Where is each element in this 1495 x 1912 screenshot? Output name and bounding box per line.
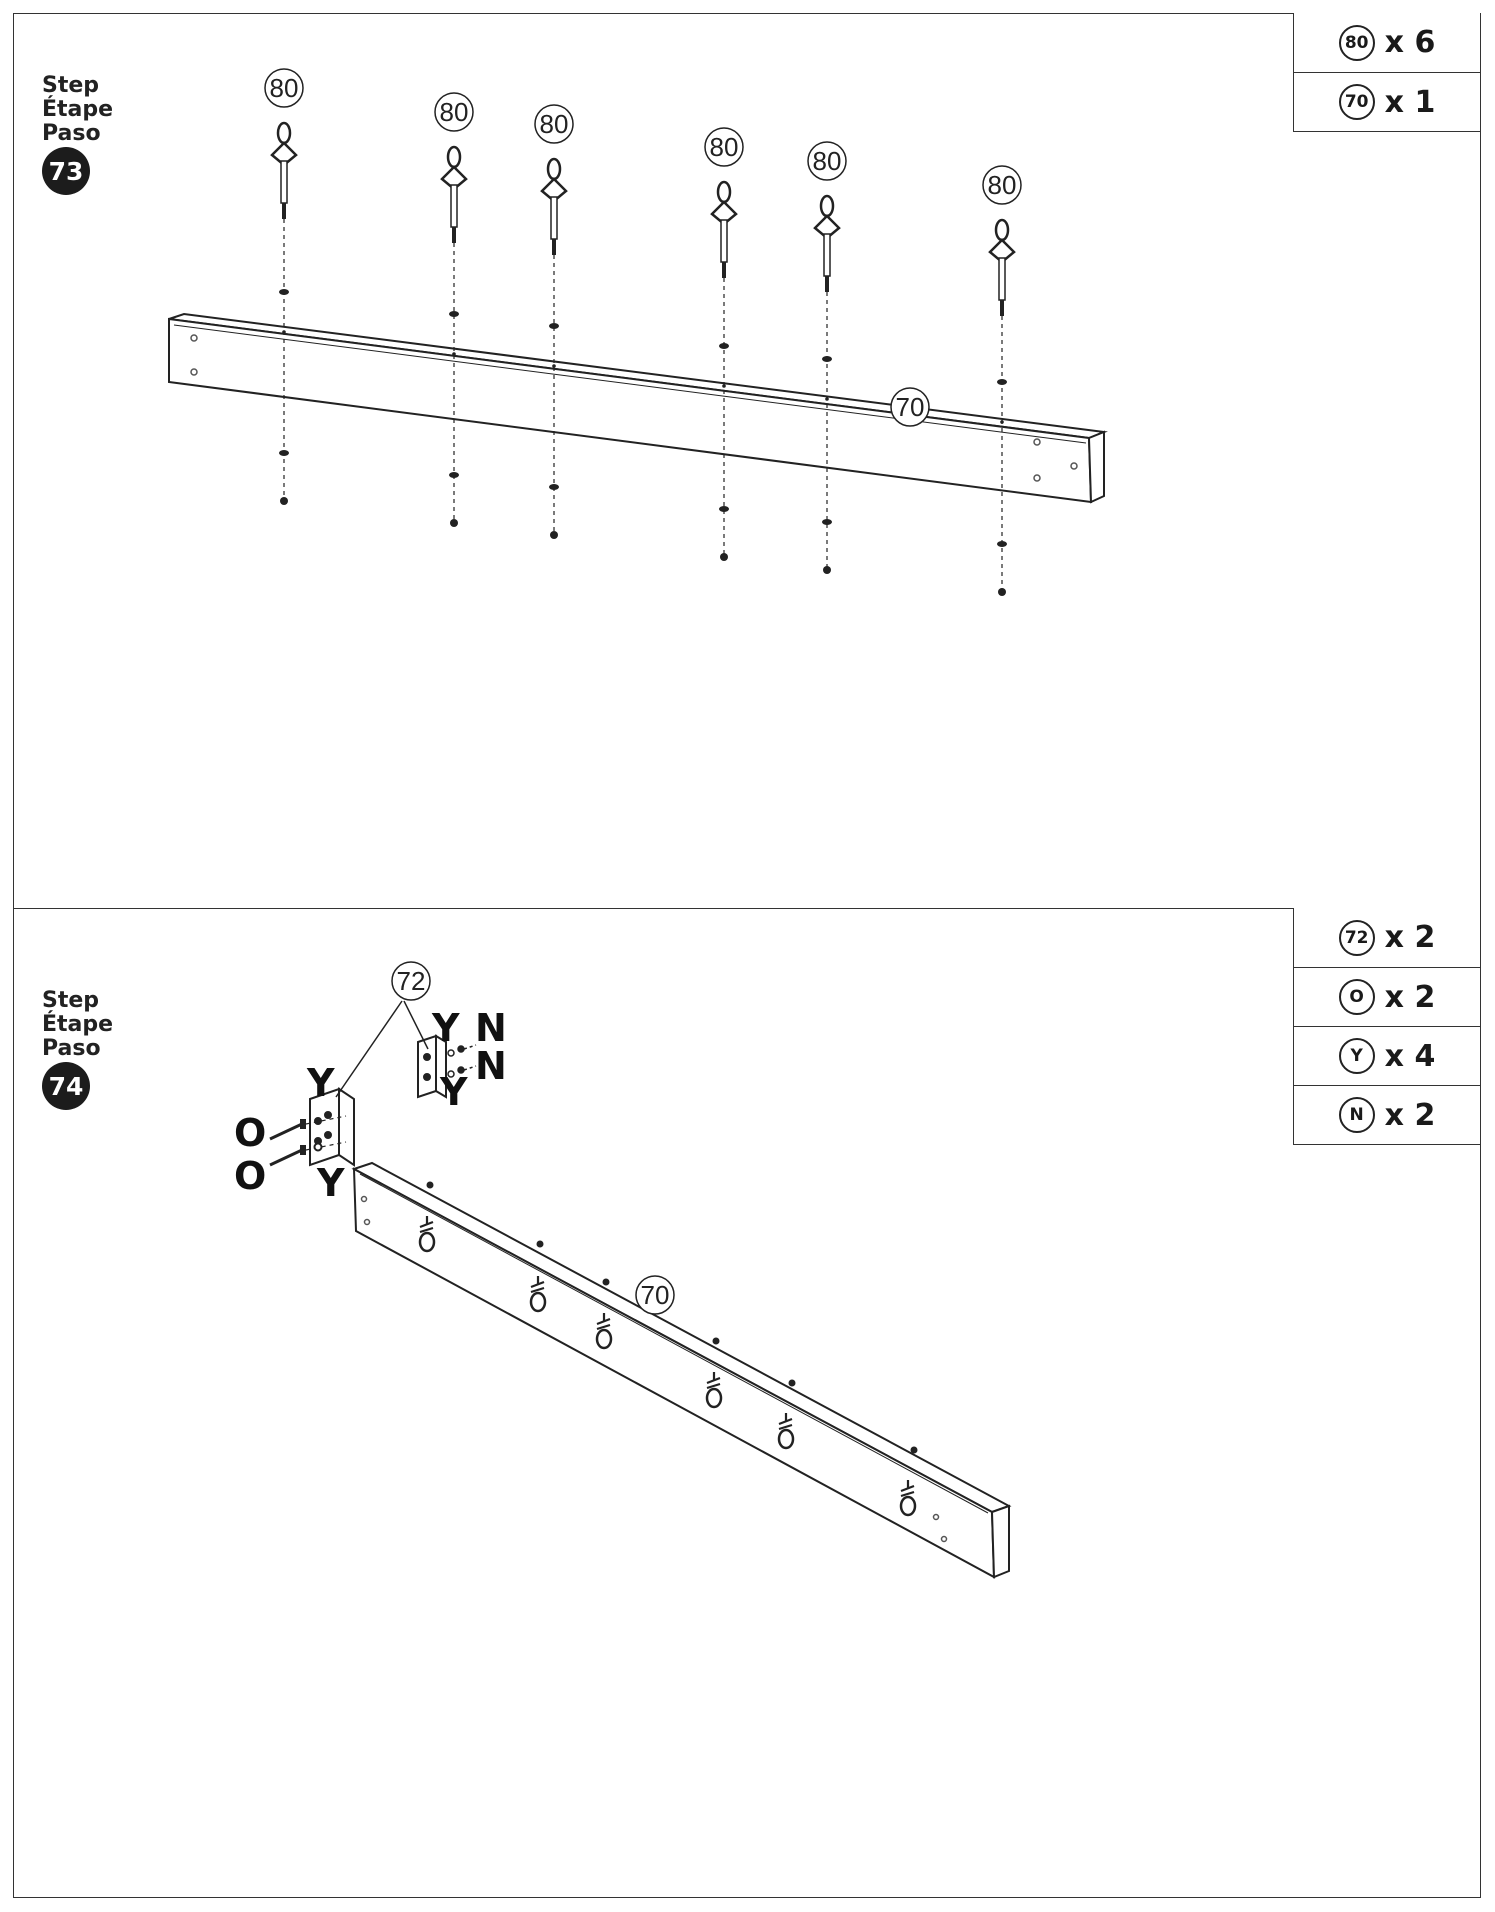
hanging-eyebolt <box>777 1413 795 1450</box>
part-row: 70 x 1 <box>1294 72 1480 131</box>
callout-label: 70 <box>896 392 925 422</box>
step-label: Step Étape Paso <box>42 989 113 1061</box>
part-quantity: x 1 <box>1384 84 1436 120</box>
step-label: Step Étape Paso <box>42 74 113 146</box>
hanging-eyebolt <box>595 1313 613 1350</box>
part-id-badge: Y <box>1338 1038 1375 1074</box>
lag-screw-upper <box>269 1115 347 1141</box>
label-washer-y: Y <box>431 1006 460 1050</box>
part-row: O x 2 <box>1294 967 1480 1026</box>
callout-label: 72 <box>397 966 426 996</box>
eyebolt-80: 80 <box>807 141 847 574</box>
label-screw-o: O <box>234 1154 266 1198</box>
part-quantity: x 6 <box>1384 25 1436 60</box>
hanging-eyebolt <box>418 1216 436 1253</box>
hanging-eyebolt <box>529 1276 547 1313</box>
part-quantity: x 2 <box>1384 920 1436 955</box>
label-nut-n: N <box>475 1044 507 1088</box>
step-word-en: Step <box>42 988 100 1013</box>
part-quantity: x 2 <box>1384 979 1436 1015</box>
part-id-badge: O <box>1338 979 1375 1015</box>
board-70 <box>168 312 1108 504</box>
label-washer-y: Y <box>306 1061 335 1105</box>
part-id-badge: 80 <box>1338 24 1375 61</box>
svg-text:80: 80 <box>270 73 299 103</box>
step-word-fr: Étape <box>42 97 114 122</box>
label-washer-y: Y <box>439 1070 468 1114</box>
part-id-badge: N <box>1338 1097 1375 1133</box>
svg-text:80: 80 <box>988 170 1017 200</box>
step-word-es: Paso <box>42 121 101 146</box>
lag-screw-lower <box>269 1141 347 1167</box>
step-number-badge: 73 <box>42 147 90 195</box>
nut-washer-set <box>447 1044 477 1078</box>
part-row: 72 x 2 <box>1294 908 1480 967</box>
part-row: 80 x 6 <box>1294 13 1480 72</box>
callout-board-70: 70 <box>890 387 930 427</box>
eyebolt-80: 80 <box>434 92 474 527</box>
callout-bracket-72: 72 <box>335 961 431 1098</box>
eyebolt-80: 80 <box>982 165 1022 596</box>
step-74-diagram: 72 Y Y Y Y O O N N <box>234 961 1012 1579</box>
part-row: Y x 4 <box>1294 1026 1480 1085</box>
step-word-fr: Étape <box>42 1012 114 1037</box>
part-id-badge: 70 <box>1338 84 1375 120</box>
part-quantity: x 2 <box>1384 1097 1436 1133</box>
hanging-eyebolt <box>705 1372 723 1409</box>
svg-text:80: 80 <box>440 97 469 127</box>
part-quantity: x 4 <box>1384 1038 1436 1074</box>
eyebolt-80: 80 <box>264 68 304 505</box>
eyebolt-80: 80 <box>534 104 574 539</box>
parts-list: 80 x 6 70 x 1 <box>1293 13 1480 132</box>
part-id-badge: 72 <box>1338 919 1375 956</box>
hanging-eyebolt-group <box>418 1216 917 1517</box>
eyebolt-80: 80 <box>704 127 744 561</box>
hanging-eyebolt <box>899 1480 917 1517</box>
callout-label: 70 <box>641 1280 670 1310</box>
board-70 <box>351 1161 1012 1579</box>
step-number-badge: 74 <box>42 1062 90 1110</box>
step-word-es: Paso <box>42 1036 101 1061</box>
step-word-en: Step <box>42 73 100 98</box>
step-74-panel: Step Étape Paso 74 72 x 2 O x 2 Y x 4 N … <box>13 908 1481 1898</box>
label-washer-y: Y <box>316 1161 345 1205</box>
label-nut-n: N <box>475 1006 507 1050</box>
part-row: N x 2 <box>1294 1085 1480 1144</box>
svg-text:80: 80 <box>710 132 739 162</box>
label-screw-o: O <box>234 1111 266 1155</box>
step-73-diagram: 80 80 80 80 80 80 70 <box>168 68 1108 596</box>
svg-text:80: 80 <box>540 109 569 139</box>
eyebolt-group: 80 80 80 80 80 80 <box>264 68 1022 596</box>
parts-list: 72 x 2 O x 2 Y x 4 N x 2 <box>1293 908 1480 1145</box>
svg-text:80: 80 <box>813 146 842 176</box>
callout-board-70: 70 <box>635 1275 675 1315</box>
bracket-72-right <box>417 1034 447 1099</box>
